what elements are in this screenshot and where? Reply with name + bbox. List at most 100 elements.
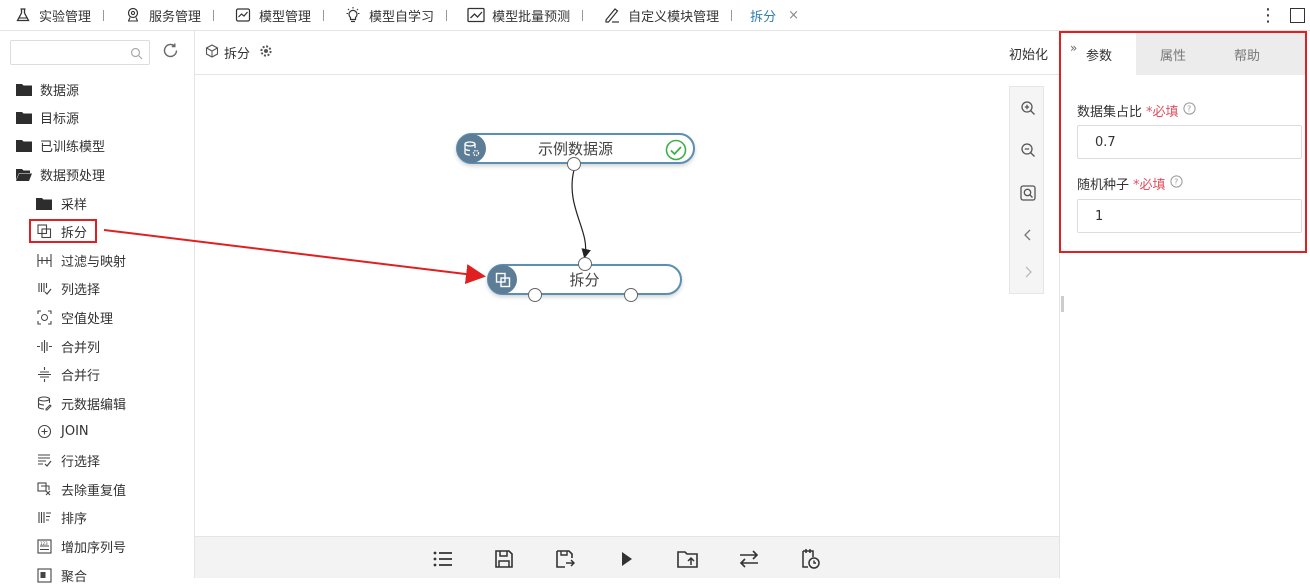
swap-icon[interactable] <box>737 547 761 571</box>
tree-item-sort[interactable]: 排序 <box>36 506 87 528</box>
svg-text:?: ? <box>1174 178 1178 187</box>
folder-icon <box>16 110 32 124</box>
svg-text:?: ? <box>1187 105 1191 114</box>
save-as-icon[interactable] <box>553 547 577 571</box>
tab-attributes[interactable]: 属性 <box>1159 48 1186 64</box>
tab-separator <box>731 9 733 21</box>
column-select-icon <box>36 281 52 295</box>
search-icon <box>130 47 143 64</box>
refresh-icon[interactable] <box>162 42 179 63</box>
breadcrumb: 拆分 初始化 <box>195 31 1059 75</box>
tab-custom-module-management[interactable]: 自定义模块管理 <box>589 0 738 31</box>
gear-icon[interactable] <box>259 44 273 62</box>
tree-item-merge-rows[interactable]: 合并行 <box>36 363 100 385</box>
merge-rows-icon <box>36 366 52 382</box>
module-sidebar: 数据源 目标源 已训练模型 数据预处理 采样 拆分 过滤与映射 列选择 空值处理… <box>0 31 195 585</box>
properties-panel: 参数 属性 帮助 » 数据集占比 *必填 ? 随机种子 *必填 ? <box>1059 31 1310 578</box>
zoom-out-icon[interactable] <box>1019 141 1037 159</box>
node-example-datasource[interactable]: 示例数据源 <box>456 133 695 171</box>
tab-separator <box>213 9 215 21</box>
schedule-icon[interactable] <box>798 547 822 571</box>
folder-icon <box>16 138 32 152</box>
chevron-left-icon[interactable] <box>1019 226 1037 244</box>
random-seed-label: 随机种子 *必填 ? <box>1077 174 1183 193</box>
serial-number-icon: 123 <box>36 538 52 554</box>
folder-open-icon <box>16 167 32 181</box>
zoom-fit-icon[interactable] <box>1019 184 1037 202</box>
lightbulb-icon <box>344 6 362 24</box>
output-port-left[interactable] <box>528 288 542 302</box>
close-icon[interactable]: × <box>788 7 800 23</box>
plus-circle-icon <box>36 424 52 438</box>
tab-params[interactable]: 参数 <box>1062 33 1136 75</box>
tree-item-row-select[interactable]: 行选择 <box>36 449 100 471</box>
dedupe-icon <box>36 481 52 496</box>
help-icon[interactable]: ? <box>1182 102 1196 119</box>
flask-icon <box>14 6 32 24</box>
service-icon <box>124 6 142 24</box>
tree-item-add-serial[interactable]: 123 增加序列号 <box>36 535 126 557</box>
dataset-ratio-label: 数据集占比 *必填 ? <box>1077 101 1196 120</box>
tab-model-batch-prediction[interactable]: 模型批量预测 <box>453 0 589 31</box>
tree-item-null-handling[interactable]: 空值处理 <box>36 306 113 328</box>
tree-folder-data-source[interactable]: 数据源 <box>16 78 79 100</box>
tree-item-merge-columns[interactable]: 合并列 <box>36 335 100 357</box>
panel-tabs: 参数 属性 帮助 » <box>1062 33 1307 75</box>
tree-item-split[interactable]: 拆分 <box>36 220 87 242</box>
filter-map-icon <box>36 253 52 267</box>
connector-edge <box>571 169 591 259</box>
success-check-icon <box>665 139 687 165</box>
tree-item-dedupe[interactable]: 去除重复值 <box>36 478 126 500</box>
database-icon <box>36 395 52 410</box>
export-folder-icon[interactable] <box>676 547 700 571</box>
tree-item-column-select[interactable]: 列选择 <box>36 277 100 299</box>
dataset-ratio-input[interactable] <box>1077 125 1302 159</box>
aggregate-icon <box>36 567 52 583</box>
help-icon[interactable]: ? <box>1169 175 1183 192</box>
run-icon[interactable] <box>615 547 639 571</box>
node-split[interactable]: 拆分 <box>487 257 682 302</box>
save-icon[interactable] <box>492 547 516 571</box>
tab-help[interactable]: 帮助 <box>1233 48 1260 64</box>
tree-item-sampling[interactable]: 采样 <box>36 192 87 214</box>
chevron-right-icon[interactable] <box>1019 263 1037 281</box>
search-input[interactable] <box>10 40 150 65</box>
tree-folder-trained-models[interactable]: 已训练模型 <box>16 134 105 156</box>
tab-model-management[interactable]: 模型管理 <box>220 0 330 31</box>
svg-text:123: 123 <box>40 541 48 546</box>
tab-model-self-learning[interactable]: 模型自学习 <box>330 0 453 31</box>
node-label: 拆分 <box>569 271 600 289</box>
module-icon <box>205 43 219 62</box>
collapse-panel-icon[interactable]: » <box>1070 41 1078 55</box>
tree-folder-target-source[interactable]: 目标源 <box>16 106 79 128</box>
tab-experiment-management[interactable]: 实验管理 <box>0 0 110 31</box>
maximize-icon[interactable] <box>1290 8 1305 23</box>
input-port[interactable] <box>578 257 592 271</box>
tab-separator <box>103 9 105 21</box>
zoom-in-icon[interactable] <box>1019 99 1037 117</box>
more-vertical-icon[interactable]: ⋮ <box>1259 4 1277 26</box>
folder-icon <box>16 82 32 96</box>
split-icon <box>488 265 517 294</box>
tab-service-management[interactable]: 服务管理 <box>110 0 220 31</box>
panel-resize-handle[interactable] <box>1061 296 1064 312</box>
tab-split[interactable]: 拆分 × <box>750 7 800 25</box>
tree-item-filter-mapping[interactable]: 过滤与映射 <box>36 249 126 271</box>
random-seed-input[interactable] <box>1077 199 1302 233</box>
row-select-icon <box>36 453 52 467</box>
list-icon[interactable] <box>431 547 455 571</box>
null-value-icon <box>36 309 52 325</box>
folder-icon <box>36 196 52 210</box>
database-icon <box>457 134 486 163</box>
canvas-toolbar <box>195 536 1059 578</box>
tree-item-metadata-edit[interactable]: 元数据编辑 <box>36 392 126 414</box>
output-port[interactable] <box>567 157 581 171</box>
initialize-button[interactable]: 初始化 <box>1008 48 1048 63</box>
tree-item-join[interactable]: JOIN <box>36 420 89 442</box>
split-icon <box>36 223 52 238</box>
output-port-right[interactable] <box>624 288 638 302</box>
tree-item-aggregate[interactable]: 聚合 <box>36 564 87 586</box>
workflow-canvas[interactable]: 拆分 初始化 示例数据源 拆分 <box>195 31 1059 578</box>
tree-folder-data-preprocessing[interactable]: 数据预处理 <box>16 163 105 185</box>
trend-icon <box>467 6 485 24</box>
